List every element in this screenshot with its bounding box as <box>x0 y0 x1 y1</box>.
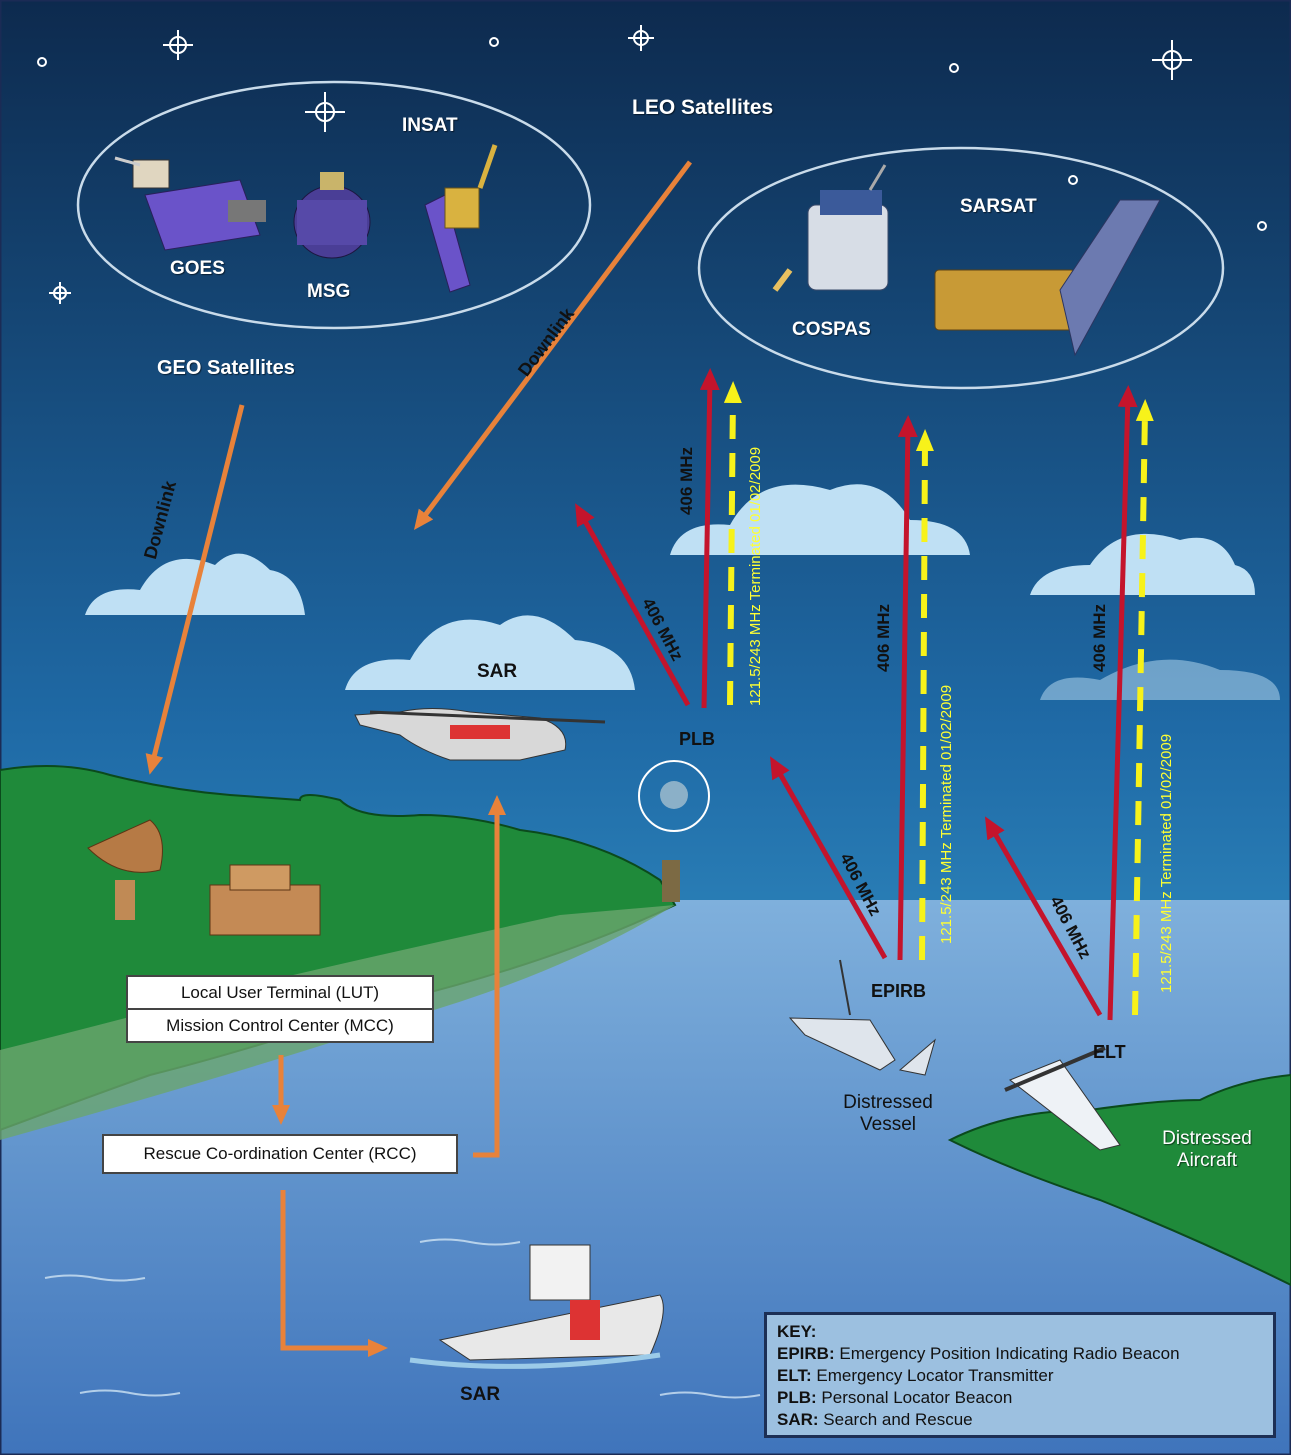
rcc-to-ship-arrow <box>280 1190 388 1357</box>
insat-label: INSAT <box>402 115 458 136</box>
msg-label: MSG <box>307 281 351 302</box>
key-text: Emergency Locator Transmitter <box>816 1366 1054 1385</box>
lut-box: Local User Terminal (LUT) <box>126 975 434 1010</box>
key-text: Emergency Position Indicating Radio Beac… <box>839 1344 1180 1363</box>
key-entry-sar: SAR: Search and Rescue <box>777 1409 1263 1431</box>
insat-satellite-icon <box>424 144 498 293</box>
elt-label: ELT <box>1093 1042 1126 1062</box>
star-icon <box>1152 40 1192 80</box>
sarsat-label: SARSAT <box>960 196 1037 217</box>
key-abbr: SAR: <box>777 1410 819 1429</box>
epirb-406-vertical-label: 406 MHz <box>874 603 893 672</box>
plb-406-to-geo-arrow <box>575 503 691 707</box>
epirb-legacy-arrow <box>915 429 934 961</box>
downlink-arrow-leo <box>414 160 692 530</box>
key-abbr: PLB: <box>777 1388 817 1407</box>
cloud <box>1030 533 1255 595</box>
leo-satellites-title: LEO Satellites <box>632 96 774 119</box>
sarsat-satellite-icon <box>934 199 1161 357</box>
star-icon <box>489 37 499 47</box>
star-icon <box>949 63 959 73</box>
mcc-box: Mission Control Center (MCC) <box>126 1008 434 1043</box>
plb-legacy-arrow <box>723 381 742 706</box>
key-title: KEY: <box>777 1322 817 1341</box>
plb-406-to-leo-arrow <box>699 368 720 709</box>
uplink-406-arrows <box>575 368 1138 1021</box>
elt-406-to-leo-arrow <box>1107 385 1138 1021</box>
key-legend: KEY: EPIRB: Emergency Position Indicatin… <box>764 1312 1276 1438</box>
epirb-406-to-geo-arrow <box>770 756 888 960</box>
star-icon <box>628 25 654 51</box>
star-icon <box>37 57 47 67</box>
goes-satellite-icon <box>114 156 266 251</box>
key-text: Personal Locator Beacon <box>821 1388 1013 1407</box>
sar-helicopter-label: SAR <box>477 661 518 682</box>
distressed-vessel-label: Distressed Vessel <box>843 1092 933 1135</box>
sar-ship-label: SAR <box>460 1384 501 1405</box>
cloud <box>1040 659 1280 700</box>
epirb-label: EPIRB <box>871 981 927 1001</box>
sea-waves <box>44 1238 761 1399</box>
key-entry-plb: PLB: Personal Locator Beacon <box>777 1387 1263 1409</box>
plb-label: PLB <box>679 729 715 749</box>
leo-group-ellipse <box>697 146 1225 390</box>
control-building-icon <box>209 864 321 936</box>
star-icons <box>37 25 1267 304</box>
key-abbr: EPIRB: <box>777 1344 835 1363</box>
key-abbr: ELT: <box>777 1366 812 1385</box>
clouds <box>85 484 1280 700</box>
msg-satellite-icon <box>293 172 371 259</box>
star-icon <box>49 282 71 304</box>
star-icon <box>1257 221 1267 231</box>
cospas-label: COSPAS <box>792 319 871 340</box>
key-text: Search and Rescue <box>823 1410 973 1429</box>
key-entry-epirb: EPIRB: Emergency Position Indicating Rad… <box>777 1343 1263 1365</box>
sar-ship-icon <box>409 1244 664 1369</box>
distressed-aircraft-label: Distressed Aircraft <box>1162 1128 1252 1171</box>
elt-terminated-label: 121.5/243 MHz Terminated 01/02/2009 <box>1158 733 1175 993</box>
elt-406-vertical-label: 406 MHz <box>1090 603 1109 672</box>
rcc-box: Rescue Co-ordination Center (RCC) <box>102 1134 458 1174</box>
person-icon <box>638 760 710 902</box>
star-icon <box>1068 175 1078 185</box>
downlink-arrow-geo <box>145 404 245 775</box>
plb-406-vertical-label: 406 MHz <box>677 446 696 515</box>
epirb-terminated-label: 121.5/243 MHz Terminated 01/02/2009 <box>938 684 955 944</box>
elt-legacy-arrow <box>1132 399 1154 1016</box>
cloud <box>670 484 970 555</box>
goes-label: GOES <box>170 258 225 279</box>
distressed-vessel-icon <box>788 959 936 1076</box>
helicopter-icon <box>354 708 606 761</box>
geo-group-ellipse <box>76 80 592 330</box>
star-icon <box>305 92 345 132</box>
legacy-121-arrows <box>723 381 1154 1016</box>
elt-406-to-geo-arrow <box>984 816 1103 1017</box>
key-entry-elt: ELT: Emergency Locator Transmitter <box>777 1365 1263 1387</box>
cloud <box>345 615 635 690</box>
geo-satellites-title: GEO Satellites <box>157 357 295 379</box>
cospas-satellite-icon <box>772 164 889 292</box>
plb-terminated-label: 121.5/243 MHz Terminated 01/02/2009 <box>747 446 764 706</box>
distressed-aircraft-icon <box>1004 1046 1121 1151</box>
epirb-406-to-leo-arrow <box>897 415 918 961</box>
satellite-dish-icon <box>87 819 163 920</box>
star-icon <box>163 30 193 60</box>
rcc-to-helicopter-arrow <box>473 795 506 1158</box>
